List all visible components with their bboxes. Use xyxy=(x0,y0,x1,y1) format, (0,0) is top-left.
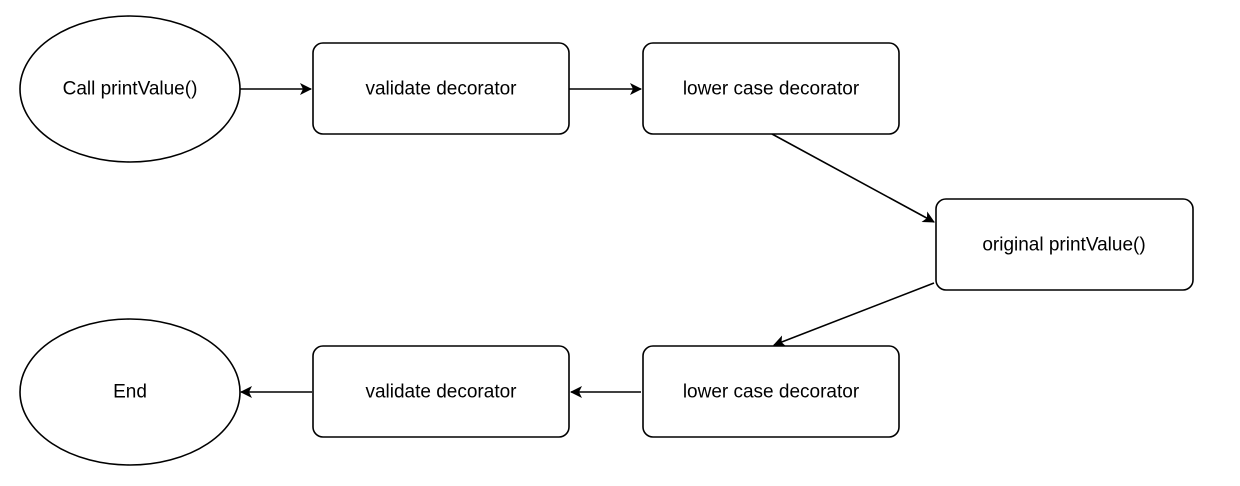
original-printvalue-node: original printValue() xyxy=(935,198,1194,291)
original-printvalue-label: original printValue() xyxy=(982,235,1145,256)
start-node: Call printValue() xyxy=(19,15,241,163)
validate-decorator-out-label: validate decorator xyxy=(365,382,517,403)
lowercase-decorator-in-label: lower case decorator xyxy=(683,79,860,100)
edges xyxy=(240,83,935,398)
edge-lowercase-to-original xyxy=(771,133,935,223)
end-node: End xyxy=(19,318,241,466)
validate-decorator-in-label: validate decorator xyxy=(365,79,517,100)
lowercase-decorator-out-node: lower case decorator xyxy=(642,345,900,438)
lowercase-decorator-in-node: lower case decorator xyxy=(642,42,900,135)
validate-decorator-in-node: validate decorator xyxy=(312,42,570,135)
end-node-label: End xyxy=(113,382,147,403)
edge-original-to-lowercase xyxy=(773,282,935,347)
start-node-label: Call printValue() xyxy=(63,79,198,100)
lowercase-decorator-out-label: lower case decorator xyxy=(683,382,860,403)
validate-decorator-out-node: validate decorator xyxy=(312,345,570,438)
